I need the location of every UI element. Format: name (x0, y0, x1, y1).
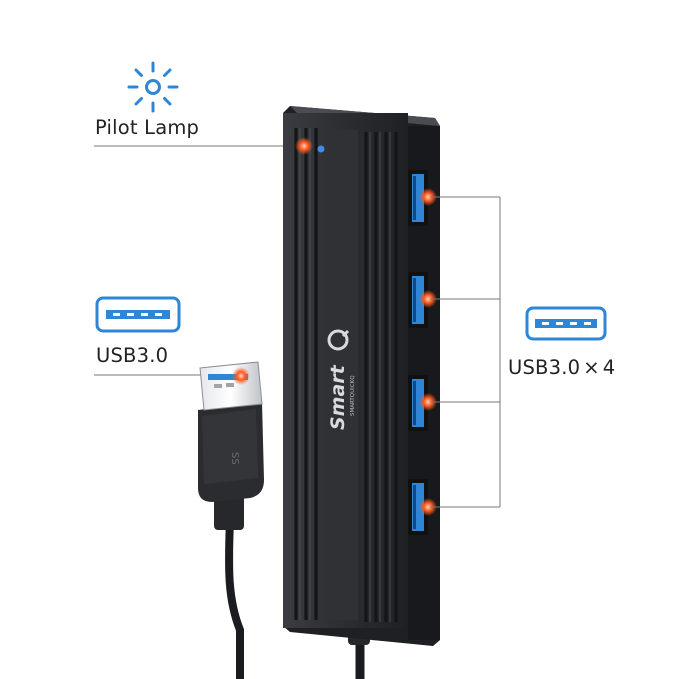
brand-logo: Smart SMARTQUICKQ (327, 329, 356, 430)
usb-plug-highlight (232, 367, 250, 385)
usb-port-2 (408, 272, 437, 328)
usb-ports-count: 4 (602, 356, 616, 379)
pilot-lamp-indicator (317, 145, 325, 153)
ports-bracket (430, 196, 501, 508)
usb-port-icon (525, 306, 607, 341)
usb-cable-label: USB3.0 (96, 344, 169, 367)
pilot-lamp-label: Pilot Lamp (95, 116, 200, 139)
usb-a-cable: SS (198, 361, 264, 679)
logo-text: Smart (327, 364, 349, 430)
svg-text:SS: SS (229, 452, 240, 465)
usb-port-4 (408, 479, 437, 535)
usb-hub-body (283, 106, 440, 646)
logo-subtext: SMARTQUICKQ (350, 375, 356, 416)
usb-ports-name: USB3.0 (508, 356, 581, 379)
usb-port-icon (95, 296, 181, 333)
usb-port-3 (408, 375, 437, 431)
sun-lamp-icon (127, 61, 179, 113)
pilot-lamp-highlight (295, 137, 313, 155)
usb-port-1 (408, 170, 437, 226)
usb-ports-times: × (583, 356, 600, 379)
usb-ports-label: USB3.0×4 (508, 356, 615, 379)
